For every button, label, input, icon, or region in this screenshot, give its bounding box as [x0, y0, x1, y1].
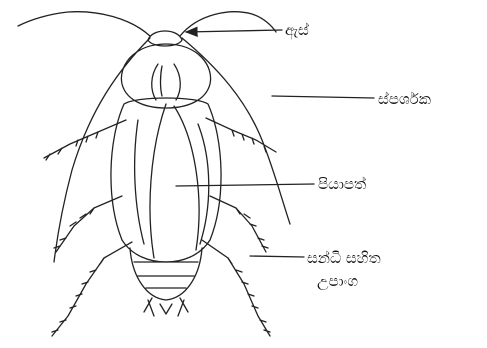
wing-pointer: [176, 184, 314, 186]
abdomen: [130, 248, 202, 300]
leg-hind-left: [52, 242, 132, 336]
cerci: [144, 298, 188, 316]
jointed-appendages-label-line2: උපාංග: [317, 271, 381, 291]
wing-label: පියාපත්: [318, 174, 366, 194]
jointed-appendages-label: සන්ධි සහිත උපාංග: [307, 248, 381, 291]
antenna-right: [180, 12, 290, 224]
eye-pointer: [186, 30, 282, 32]
antenna-left: [18, 12, 150, 262]
jointed-appendages-label-line1: සන්ධි සහිත: [307, 248, 381, 268]
antenna-label: ස්පර්ශක: [378, 89, 431, 109]
eye-label: ඇස්: [285, 20, 309, 40]
leg-hind-right: [202, 240, 270, 336]
antenna-pointer: [272, 96, 374, 98]
wing: [111, 98, 221, 262]
leg-front-right: [206, 118, 276, 152]
legs-pointer: [250, 256, 304, 257]
